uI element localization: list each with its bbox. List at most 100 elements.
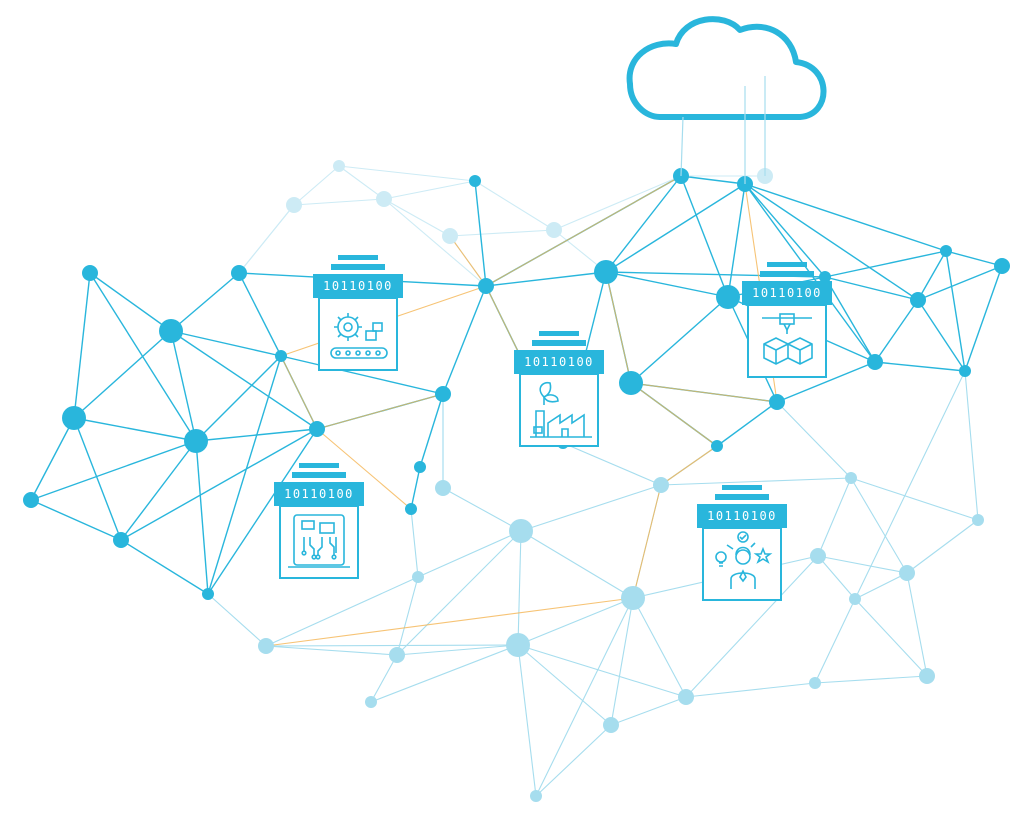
eco-factory-icon <box>530 381 592 438</box>
network-node <box>530 790 542 802</box>
network-edge <box>120 440 197 541</box>
network-node <box>769 394 785 410</box>
network-node <box>603 717 619 733</box>
network-edge <box>396 576 419 656</box>
network-node <box>621 586 645 610</box>
network-edge <box>370 644 519 703</box>
network-node <box>23 492 39 508</box>
3d-printer-icon <box>762 313 813 365</box>
network-node <box>506 633 530 657</box>
network-edge <box>520 530 634 599</box>
network-edge <box>917 250 947 301</box>
network-edge <box>89 272 172 332</box>
box-binary-label: 10110100 <box>752 286 822 300</box>
network-edge <box>417 530 522 578</box>
network-edge <box>685 682 816 698</box>
network-edge-accent <box>632 484 662 599</box>
network-edge <box>238 272 282 357</box>
network-edge <box>824 276 919 301</box>
network-edge <box>442 285 487 395</box>
network-edge <box>383 198 451 237</box>
network-edge <box>73 330 172 419</box>
network-edge <box>293 198 385 206</box>
box-cap <box>532 340 586 346</box>
circuit-tablet-icon <box>288 514 350 568</box>
network-nodes <box>23 160 1010 802</box>
network-edge-accent <box>316 393 444 430</box>
network-edge <box>383 198 487 287</box>
network-edge-accent <box>630 382 718 447</box>
network-node <box>435 386 451 402</box>
network-edge <box>917 299 966 372</box>
data-box-circuit: 10110100 <box>274 463 364 579</box>
data-box-printer: 10110100 <box>742 262 832 378</box>
idea-person-icon <box>715 531 773 589</box>
network-node <box>910 292 926 308</box>
box-header <box>514 350 604 374</box>
network-edge <box>265 645 398 656</box>
box-cap <box>722 485 762 490</box>
network-edge <box>73 272 91 419</box>
network-edge <box>605 175 682 273</box>
network-edge <box>776 401 852 479</box>
network-edge <box>814 598 856 684</box>
network-node <box>405 503 417 515</box>
network-edge <box>120 428 318 541</box>
network-edge <box>776 361 876 403</box>
network-edge <box>207 355 282 595</box>
network-edge <box>170 330 318 430</box>
box-cap <box>715 494 769 500</box>
network-edge <box>535 724 612 797</box>
network-node <box>919 668 935 684</box>
box-cap <box>338 255 378 260</box>
box-cap <box>539 331 579 336</box>
box-body <box>747 304 827 378</box>
network-edge <box>854 572 908 600</box>
cloud-icon <box>626 16 827 120</box>
box-cap <box>299 463 339 468</box>
network-node <box>62 406 86 430</box>
network-node <box>678 689 694 705</box>
network-edge <box>630 296 729 384</box>
network-edge <box>850 477 908 574</box>
network-edge <box>170 330 197 442</box>
box-cap <box>292 472 346 478</box>
network-node <box>389 647 405 663</box>
network-edge <box>964 370 979 521</box>
network-edge <box>562 442 662 486</box>
network-node <box>819 271 831 283</box>
network-node <box>845 472 857 484</box>
network-edge-accent <box>605 271 632 384</box>
box-binary-label: 10110100 <box>524 355 594 369</box>
network-node <box>376 191 392 207</box>
network-node <box>309 421 325 437</box>
network-edge <box>520 484 662 532</box>
network-edge <box>685 555 819 698</box>
network-edge <box>917 265 1003 301</box>
gear-conveyor-icon <box>330 313 388 359</box>
network-edge <box>817 477 852 557</box>
network-edge <box>814 675 928 684</box>
box-header <box>742 281 832 305</box>
network-edge-accent <box>449 235 487 287</box>
network-edge <box>680 175 746 185</box>
network-node <box>849 593 861 605</box>
network-node <box>716 285 740 309</box>
network-edge <box>265 576 419 647</box>
network-edge <box>338 165 476 182</box>
data-box-person: 10110100 <box>697 485 787 601</box>
network-edge <box>410 508 419 578</box>
network-node <box>469 175 481 187</box>
network-node <box>959 365 971 377</box>
box-cap <box>767 262 807 267</box>
box-header <box>274 482 364 506</box>
network-node <box>509 519 533 543</box>
network-edge <box>744 183 919 301</box>
network-edge <box>120 539 209 595</box>
network-node <box>972 514 984 526</box>
network-node <box>365 696 377 708</box>
network-edge <box>396 530 522 656</box>
network-edge <box>207 428 318 595</box>
network-edge <box>605 183 746 273</box>
network-node <box>994 258 1010 274</box>
